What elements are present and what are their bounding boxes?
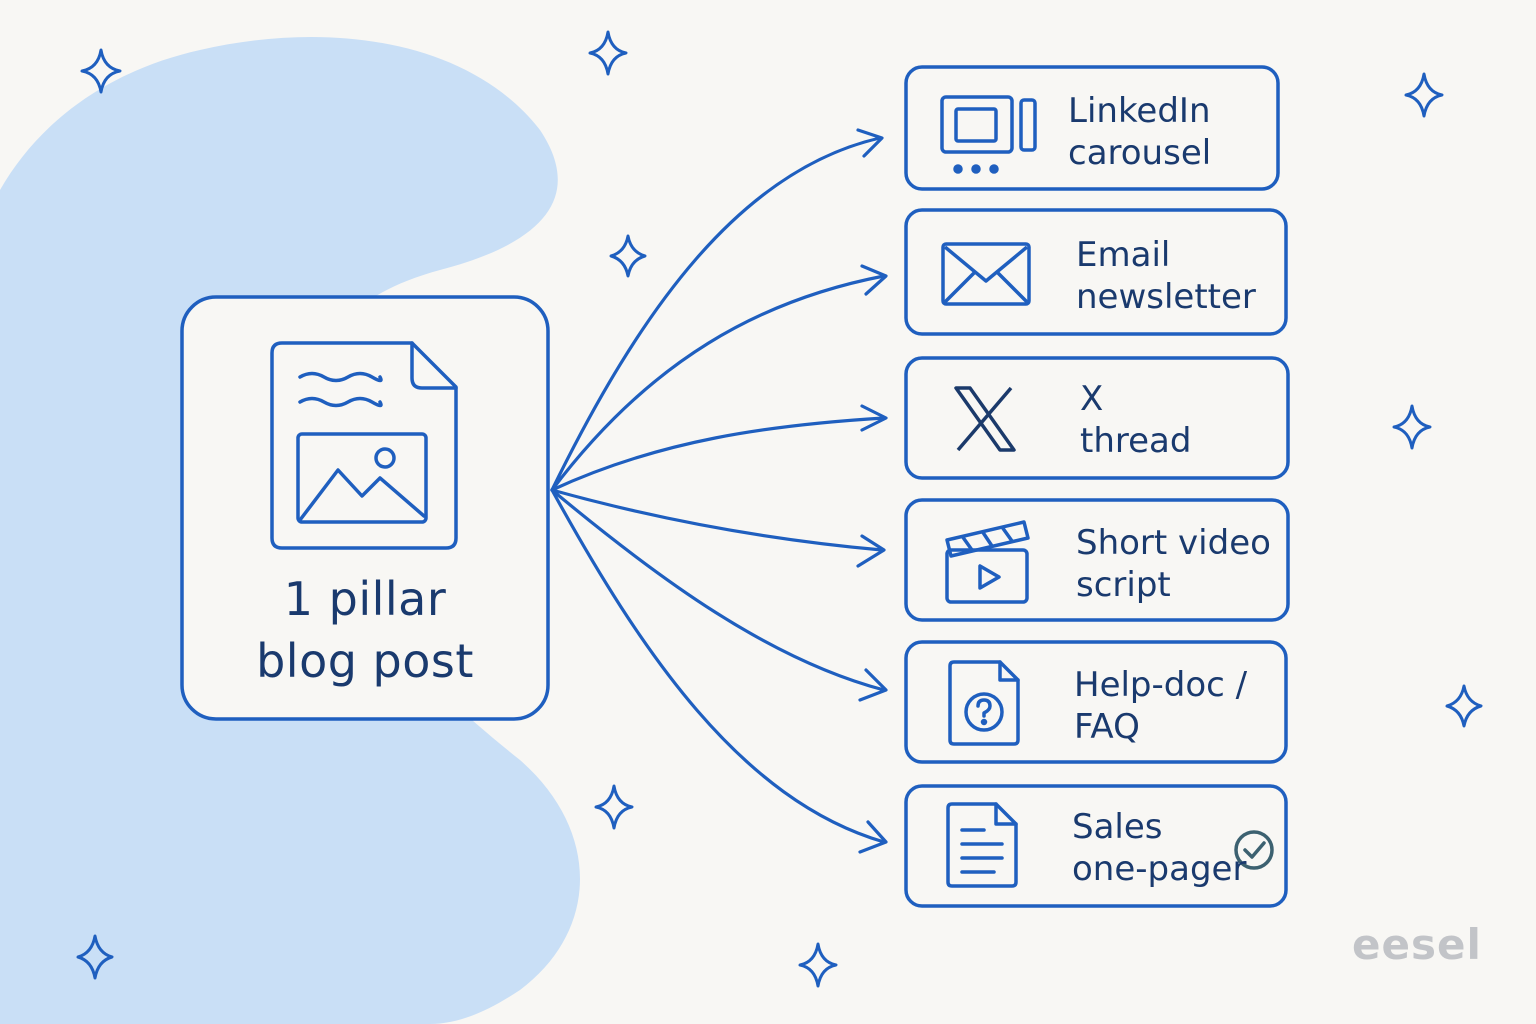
output-label-line2: script [1076, 565, 1171, 605]
arrows [550, 128, 888, 854]
output-card-sales [904, 784, 1288, 908]
output-label-sales: Sales one-pager [1072, 806, 1246, 890]
arrow-to-sales [550, 488, 886, 844]
arrow-to-helpdoc [550, 488, 886, 692]
text-document-icon [946, 802, 1018, 888]
output-label-email: Email newsletter [1076, 234, 1256, 318]
output-label-line1: Sales [1072, 807, 1163, 847]
sparkles [76, 30, 1483, 988]
sparkle-icon [798, 942, 838, 988]
arrow-to-email [550, 274, 886, 492]
output-label-line2: thread [1080, 421, 1192, 461]
output-label-line2: FAQ [1074, 707, 1140, 747]
clapperboard-icon [945, 520, 1030, 604]
source-label: 1 pillar blog post [184, 568, 546, 692]
sparkle-icon [1445, 684, 1483, 728]
sparkle-icon [76, 934, 114, 980]
output-label-video: Short video script [1076, 522, 1271, 606]
output-cards [904, 65, 1290, 908]
output-label-linkedin: LinkedIn carousel [1068, 90, 1211, 174]
source-label-line1: 1 pillar [283, 572, 447, 626]
output-label-line1: X [1080, 379, 1104, 419]
envelope-icon [941, 242, 1031, 306]
output-label-x: X thread [1080, 378, 1191, 462]
sparkle-icon [588, 30, 628, 76]
sparkle-icon [80, 48, 122, 94]
arrow-to-linkedin [550, 136, 882, 492]
brand-logo: eesel [1352, 920, 1482, 969]
carousel-icon [940, 95, 1037, 174]
sparkle-icon [594, 784, 634, 830]
output-label-line1: LinkedIn [1068, 91, 1211, 131]
output-label-helpdoc: Help-doc / FAQ [1074, 664, 1247, 748]
sparkle-icon [1404, 72, 1444, 118]
output-label-line2: one-pager [1072, 849, 1247, 889]
blog-document-icon [270, 341, 458, 550]
check-circle-icon [1234, 830, 1274, 870]
arrow-to-x [550, 416, 886, 492]
help-document-icon [948, 660, 1020, 746]
output-card-x [904, 356, 1290, 480]
output-label-line2: carousel [1068, 133, 1212, 173]
output-label-line2: newsletter [1076, 277, 1256, 317]
sparkle-icon [1392, 404, 1432, 450]
output-label-line1: Short video [1076, 523, 1271, 563]
output-label-line1: Email [1076, 235, 1171, 275]
output-label-line1: Help-doc / [1074, 665, 1248, 705]
sparkle-icon [609, 234, 647, 278]
arrow-to-video [550, 488, 884, 552]
x-logo-icon [954, 386, 1016, 452]
source-label-line2: blog post [256, 634, 474, 688]
output-card-video [904, 498, 1290, 622]
